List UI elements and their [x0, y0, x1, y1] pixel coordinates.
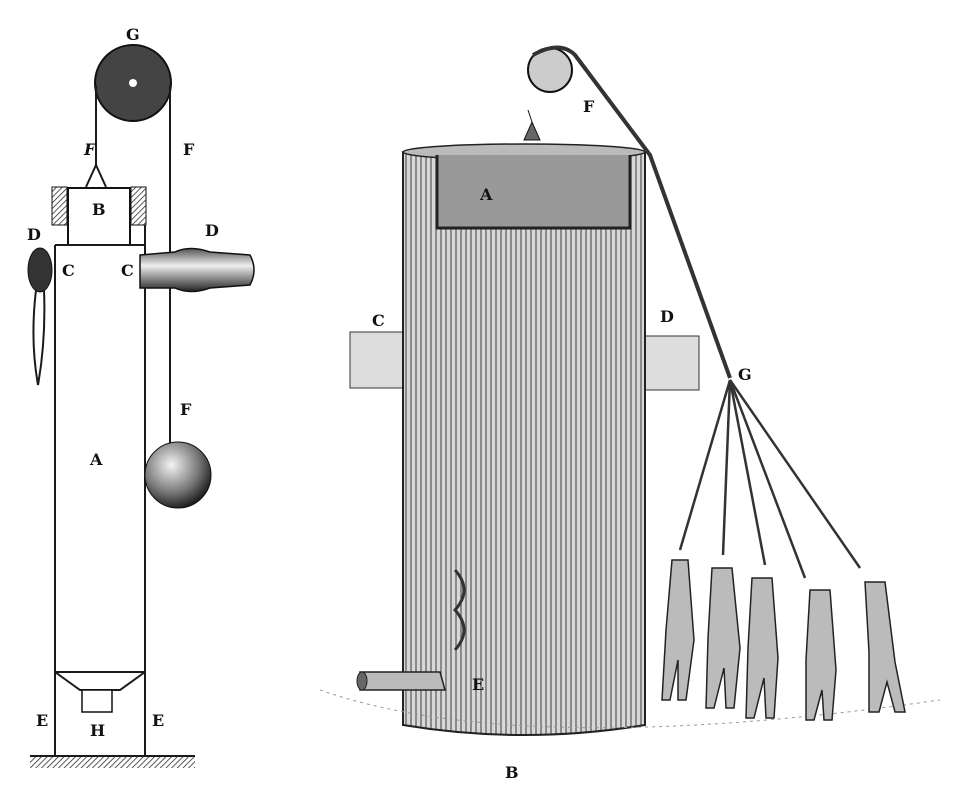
bracket [642, 335, 700, 391]
rope [532, 45, 732, 379]
pulling-ropes [678, 379, 862, 579]
label-rope: F [183, 140, 195, 159]
label-tap: C [121, 261, 134, 280]
label-bracket: D [660, 307, 674, 326]
label-bracket: C [372, 311, 385, 330]
weight-ball [144, 441, 212, 509]
label-cask: D [205, 221, 219, 240]
label-rope-junction: G [738, 365, 752, 384]
label-base: H [90, 721, 105, 740]
bell [67, 187, 131, 246]
bell [435, 155, 632, 230]
label-cask: D [27, 225, 41, 244]
label-rope: F [83, 140, 97, 159]
bottle [139, 247, 255, 293]
label-pulley: G [126, 25, 140, 44]
label-tap: C [62, 261, 75, 280]
workers [661, 559, 906, 721]
label-leg: E [152, 711, 164, 730]
label-bell: B [92, 200, 106, 219]
label-base: B [505, 763, 519, 782]
label-rope: F [180, 400, 192, 419]
label-leg: E [36, 711, 48, 730]
label-pulley: F [583, 97, 595, 116]
label-spout: E [472, 675, 484, 694]
diving-cylinder [402, 151, 646, 736]
left-diagram: G F F B D D C C F A E E H [27, 25, 255, 768]
label-vessel: A [89, 450, 103, 469]
ground [30, 757, 195, 768]
cask [27, 247, 53, 293]
bracket [349, 331, 407, 389]
label-bell: A [479, 185, 493, 204]
right-diagram: F A C D G E B [319, 45, 941, 782]
